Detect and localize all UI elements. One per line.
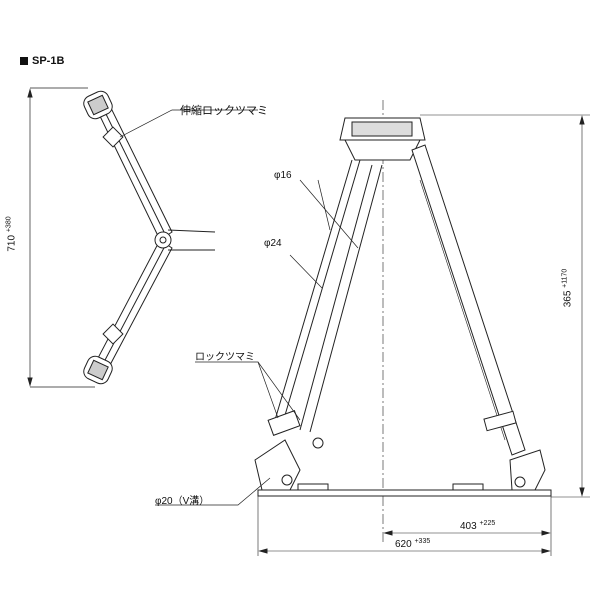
dim-plus: +335 — [414, 538, 431, 545]
dim-value: 620 — [395, 539, 412, 550]
dim-plus: +225 — [479, 520, 496, 527]
top-view-height-dim: 710 +380 — [6, 216, 18, 251]
extension-lock-knob-label: 伸縮ロックツマミ — [180, 105, 268, 117]
dim-value: 403 — [460, 521, 477, 532]
phi24-label: φ24 — [264, 238, 282, 249]
side-view — [155, 100, 590, 556]
dim-plus: +1170 — [561, 268, 569, 288]
phi16-label: φ16 — [274, 170, 292, 181]
half-width-dim: 403 +225 — [460, 520, 495, 532]
top-view — [27, 87, 258, 388]
phi20-label: φ20（V溝） — [155, 496, 210, 507]
model-title: SP-1B — [20, 55, 64, 67]
model-title-text: SP-1B — [32, 55, 65, 67]
dim-value: 365 — [562, 290, 574, 308]
dim-plus: +380 — [5, 216, 13, 233]
dim-value: 710 — [6, 234, 18, 252]
full-width-dim: 620 +335 — [395, 538, 430, 550]
lock-knob-label: ロックツマミ — [195, 352, 255, 363]
square-bullet-icon — [20, 57, 28, 65]
side-height-dim: 365 +1170 — [561, 269, 573, 308]
